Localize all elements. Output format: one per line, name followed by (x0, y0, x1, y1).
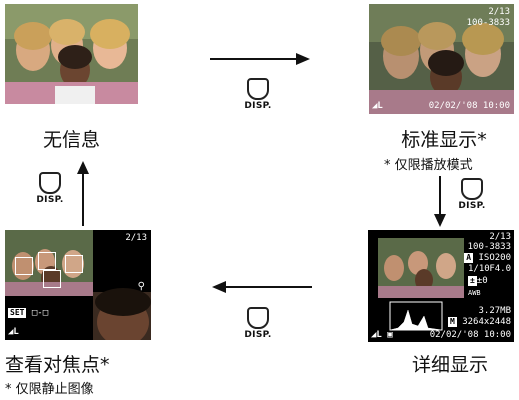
arrow-left-icon (212, 281, 312, 293)
caption-focus-check: 查看对焦点* (5, 354, 110, 376)
detail-exposure: ±±0 (468, 276, 488, 286)
set-icon: SET □-□ (8, 308, 49, 318)
arrow-up-icon (77, 161, 89, 226)
focus-counter: 2/13 (125, 233, 147, 243)
standard-counter: 2/13 (488, 7, 510, 17)
photo-detailed: 2/13 100-3833 A ISO200 1/10 F4.0 ±±0 AWB… (368, 230, 514, 342)
caption-no-info: 无信息 (42, 129, 100, 151)
detail-iso-value: ISO200 (478, 253, 511, 263)
photo-standard: 2/13 100-3833 ◢L 02/02/'08 10:00 (369, 4, 514, 114)
arrow-right-icon (210, 53, 310, 65)
note-focus-check: * 仅限静止图像 (5, 382, 94, 397)
detail-shutter: 1/10 (468, 264, 490, 274)
detail-aperture: F4.0 (489, 264, 511, 274)
focus-frame-1 (15, 257, 33, 275)
arrow-down-icon (434, 176, 446, 227)
disp-button-left[interactable]: DISP. (30, 172, 70, 205)
disp-button-label: DISP. (244, 101, 272, 111)
caption-detailed: 详细显示 (411, 354, 488, 376)
focus-frame-2 (38, 252, 56, 270)
disp-button-icon (39, 172, 61, 194)
disp-button-icon (461, 178, 483, 200)
resolution-icon: M (447, 317, 457, 327)
disp-button-icon (247, 307, 269, 329)
note-standard: * 仅限播放模式 (384, 158, 473, 173)
photo-focus-check: 2/13 ⚲ SET □-□ ◢L (5, 230, 151, 340)
mode-icon: A (464, 253, 474, 263)
standard-size-icon: ◢L (372, 101, 383, 111)
set-label: SET (8, 308, 27, 318)
disp-button-icon (247, 78, 269, 100)
detail-file-no: 100-3833 (467, 242, 511, 252)
focus-size-icon: ◢L (8, 327, 19, 337)
disp-button-label: DISP. (458, 201, 486, 211)
exposure-icon: ± (468, 276, 477, 286)
detail-exposure-value: ±0 (476, 276, 488, 286)
detail-size-icon: ◢L ▣ (371, 330, 393, 340)
focus-frame-4 (43, 270, 61, 288)
disp-button-label: DISP. (36, 195, 64, 205)
disp-button-bottom[interactable]: DISP. (238, 307, 278, 340)
detail-file-size: 3.27MB (478, 306, 511, 316)
detail-datetime: 02/02/'08 10:00 (429, 330, 511, 340)
photo-no-info (5, 4, 138, 104)
detail-counter: 2/13 (489, 232, 511, 242)
standard-file-no: 100-3833 (466, 18, 510, 28)
detail-resolution: M 3264x2448 (447, 317, 511, 327)
awb-icon: AWB (468, 289, 481, 297)
detail-resolution-value: 3264x2448 (462, 317, 511, 327)
disp-button-label: DISP. (244, 330, 272, 340)
caption-standard: 标准显示* (401, 129, 487, 151)
disp-button-right[interactable]: DISP. (452, 178, 492, 211)
detail-iso: A ISO200 (464, 253, 511, 263)
standard-datetime: 02/02/'08 10:00 (428, 101, 510, 111)
magnify-icon: ⚲ (137, 281, 145, 292)
disp-button-top[interactable]: DISP. (238, 78, 278, 111)
focus-frame-3 (65, 255, 83, 273)
